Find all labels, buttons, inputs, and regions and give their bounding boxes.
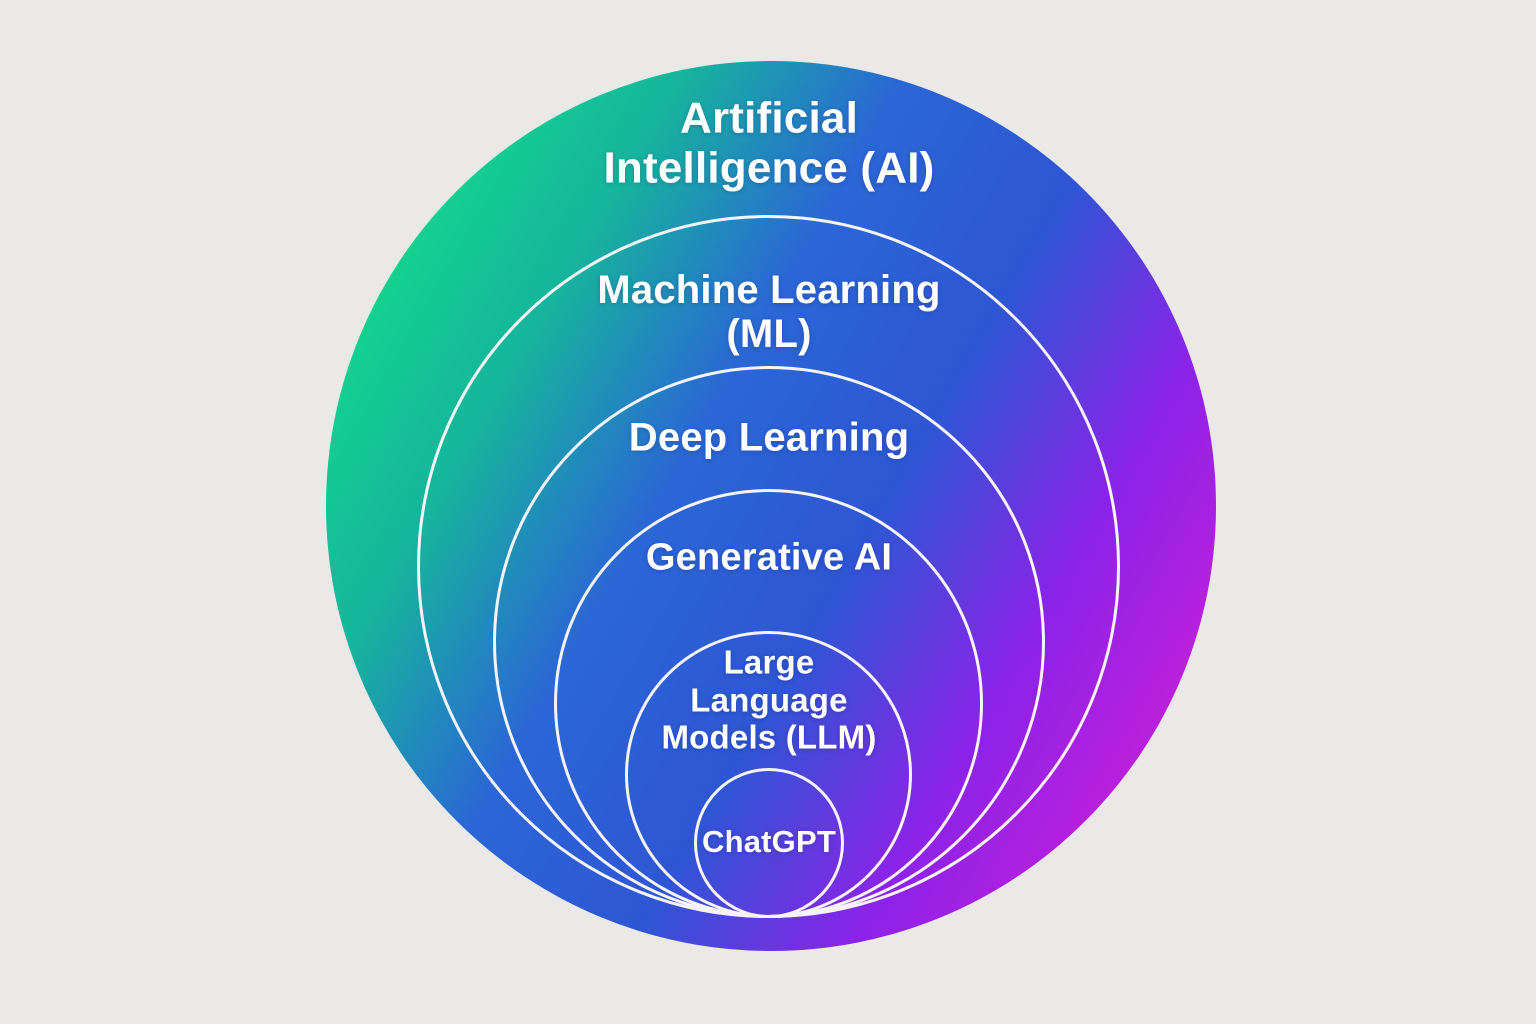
label-machine-learning: Machine Learning (ML) — [597, 268, 941, 356]
label-generative-ai: Generative AI — [645, 536, 893, 579]
circle-chatgpt — [694, 768, 844, 918]
label-deep-learning: Deep Learning — [628, 415, 910, 460]
label-artificial-intelligence: Artificial Intelligence (AI) — [603, 93, 935, 192]
label-chatgpt: ChatGPT — [701, 824, 837, 859]
label-large-language-models: Large Language Models (LLM) — [661, 643, 877, 756]
